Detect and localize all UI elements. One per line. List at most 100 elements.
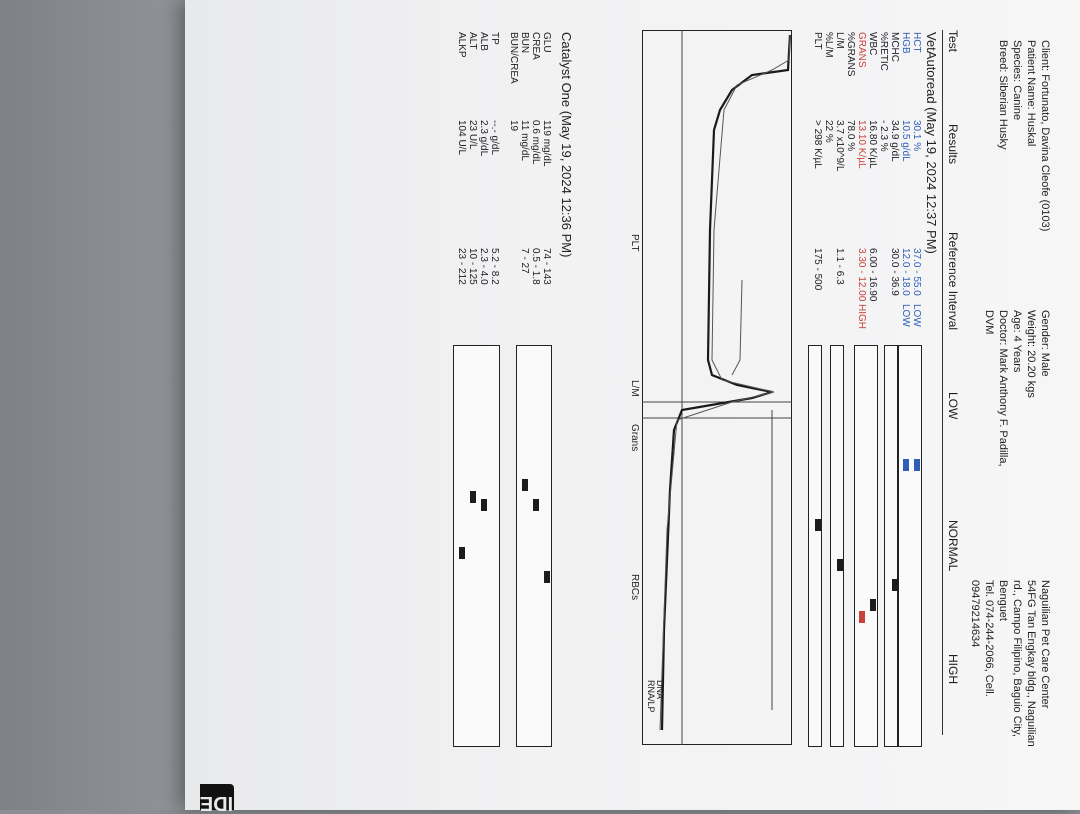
test-name: HGB bbox=[900, 32, 911, 54]
histogram-label-grans: Grans bbox=[629, 424, 640, 452]
histogram-label-lm: L/M bbox=[629, 380, 640, 397]
histogram-legend: DNA RNA/LP bbox=[646, 680, 665, 713]
reference-interval: 23 - 212 bbox=[456, 248, 467, 285]
reference-interval: 6.00 - 16.90 bbox=[867, 248, 878, 302]
reference-interval: 175 - 500 bbox=[812, 248, 823, 291]
bar-box-glu-crea-bun bbox=[516, 345, 552, 747]
reference-interval: 0.5 - 1.8 bbox=[530, 248, 541, 285]
test-result: 119 mg/dL bbox=[541, 120, 552, 167]
patient-info-2: Gender: Male Weight: 20.20 kgs Age: 4 Ye… bbox=[982, 310, 1052, 467]
clinic-line: rd., Campo Filipino, Baguio City, bbox=[1011, 580, 1023, 737]
col-header-reference: Reference Interval bbox=[946, 232, 960, 331]
test-result: 2.3 g/dL bbox=[478, 120, 489, 157]
reference-interval: 7 - 27 bbox=[519, 248, 530, 274]
patient-info: Client: Fortunato, Davina Cleofe (0103) … bbox=[996, 40, 1052, 231]
client-line: Client: Fortunato, Davina Cleofe (0103) bbox=[1039, 40, 1051, 232]
result-bar-marker bbox=[892, 579, 898, 591]
reference-interval: 74 - 143 bbox=[541, 248, 552, 285]
clinic-line: Tel. 074-244-2066, Cell. bbox=[983, 580, 995, 697]
clinic-line: 09479214634 bbox=[969, 580, 981, 648]
legend-dna: DNA bbox=[655, 680, 665, 700]
patient-line: Patient Name: Huskal bbox=[1025, 40, 1037, 147]
test-name: PLT bbox=[812, 32, 823, 50]
result-bar-marker bbox=[859, 611, 865, 623]
test-name: %L/M bbox=[823, 32, 834, 58]
result-flag: LOW bbox=[900, 304, 911, 327]
reference-interval: 3.30 - 12.00 bbox=[856, 248, 867, 302]
header-rule bbox=[942, 30, 943, 735]
weight-line: Weight: 20.20 kgs bbox=[1025, 310, 1037, 398]
test-name: BUN/CREA bbox=[508, 32, 519, 84]
histogram-label-rbcs: RBCs bbox=[629, 574, 640, 601]
test-result: 104 U/L bbox=[456, 120, 467, 156]
test-result: > 298 K/µL bbox=[812, 120, 823, 169]
result-bar-marker bbox=[481, 499, 487, 511]
result-bar-marker bbox=[903, 459, 909, 471]
test-name: WBC bbox=[867, 32, 878, 56]
test-result: 16.80 K/µL bbox=[867, 120, 878, 169]
breed-line: Breed: Siberian Husky bbox=[997, 40, 1009, 150]
test-result: 3.7 x10^9/L bbox=[834, 120, 845, 172]
test-name: GRANS bbox=[856, 32, 867, 68]
result-bar-marker bbox=[459, 547, 465, 559]
bar-box-tp-alb-alt-alkp bbox=[453, 345, 500, 747]
histogram-frame bbox=[642, 30, 792, 745]
test-name: L/M bbox=[834, 32, 845, 49]
idexx-logo: IDE bbox=[200, 784, 234, 814]
test-result: 22 % bbox=[823, 120, 834, 143]
reference-interval: 37.0 - 55.0 bbox=[911, 248, 922, 296]
col-header-high: HIGH bbox=[946, 654, 960, 684]
histogram-curve-secondary bbox=[659, 34, 791, 731]
col-header-results: Results bbox=[946, 124, 960, 165]
test-result: 30.1 % bbox=[911, 120, 922, 152]
test-name: CREA bbox=[530, 32, 541, 60]
gender-line: Gender: Male bbox=[1039, 310, 1051, 377]
doctor-line: Doctor: Mark Anthony F. Padilla, bbox=[997, 310, 1009, 467]
test-name: MCHC bbox=[889, 32, 900, 62]
lab-report-page: Client: Fortunato, Davina Cleofe (0103) … bbox=[200, 20, 1060, 814]
reference-interval: 30.0 - 36.9 bbox=[889, 248, 900, 296]
test-name: BUN bbox=[519, 32, 530, 54]
legend-rnalp: RNA/LP bbox=[646, 680, 656, 713]
clinic-line: Naguilian Pet Care Center bbox=[1039, 580, 1051, 709]
clinic-info: Naguilian Pet Care Center 54FG Tan Engka… bbox=[968, 580, 1052, 747]
clinic-line: 54FG Tan Engkay bldg., Naguilian bbox=[1025, 580, 1037, 747]
report-paper bbox=[185, 0, 1080, 810]
result-bar-marker bbox=[522, 479, 528, 491]
test-name: HCT bbox=[911, 32, 922, 53]
test-result: 10.5 g/dL bbox=[900, 120, 911, 162]
col-header-normal: NORMAL bbox=[946, 520, 960, 572]
doctor-title-line: DVM bbox=[983, 310, 995, 335]
test-name: GLU bbox=[541, 32, 552, 53]
clinic-line: Benguet bbox=[997, 580, 1009, 621]
bar-box-mchc bbox=[884, 345, 898, 747]
test-name: %RETIC bbox=[878, 32, 889, 71]
result-bar-marker bbox=[870, 599, 876, 611]
test-name: ALKP bbox=[456, 32, 467, 58]
catalyst-title: Catalyst One (May 19, 2024 12:36 PM) bbox=[559, 32, 574, 258]
test-result: 23 U/L bbox=[467, 120, 478, 150]
reference-interval: 1.1 - 6.3 bbox=[834, 248, 845, 285]
test-result: 34.9 g/dL bbox=[889, 120, 900, 162]
result-flag: LOW bbox=[911, 304, 922, 327]
reference-interval: 5.2 - 8.2 bbox=[489, 248, 500, 285]
result-bar-marker bbox=[914, 459, 920, 471]
reference-interval: 2.3 - 4.0 bbox=[478, 248, 489, 285]
test-result: 13.10 K/µL bbox=[856, 120, 867, 169]
histogram-curve-secondary bbox=[731, 279, 743, 376]
col-header-low: LOW bbox=[946, 392, 960, 420]
test-result: 11 mg/dL bbox=[519, 120, 530, 161]
bar-box-lm bbox=[830, 345, 844, 747]
histogram-curve bbox=[660, 34, 792, 731]
bar-box-plt bbox=[808, 345, 822, 747]
test-result: - 2.3 % bbox=[878, 120, 889, 152]
bar-box-hct-hgb bbox=[898, 345, 922, 747]
cell-histogram bbox=[642, 30, 792, 745]
age-line: Age: 4 Years bbox=[1011, 310, 1023, 373]
bar-box-wbc-grans bbox=[854, 345, 878, 747]
test-result: 0.6 mg/dL bbox=[530, 120, 541, 165]
test-result: 78.0 % bbox=[845, 120, 856, 152]
result-flag: HIGH bbox=[856, 304, 867, 329]
species-line: Species: Canine bbox=[1011, 40, 1023, 121]
result-bar-marker bbox=[470, 491, 476, 503]
